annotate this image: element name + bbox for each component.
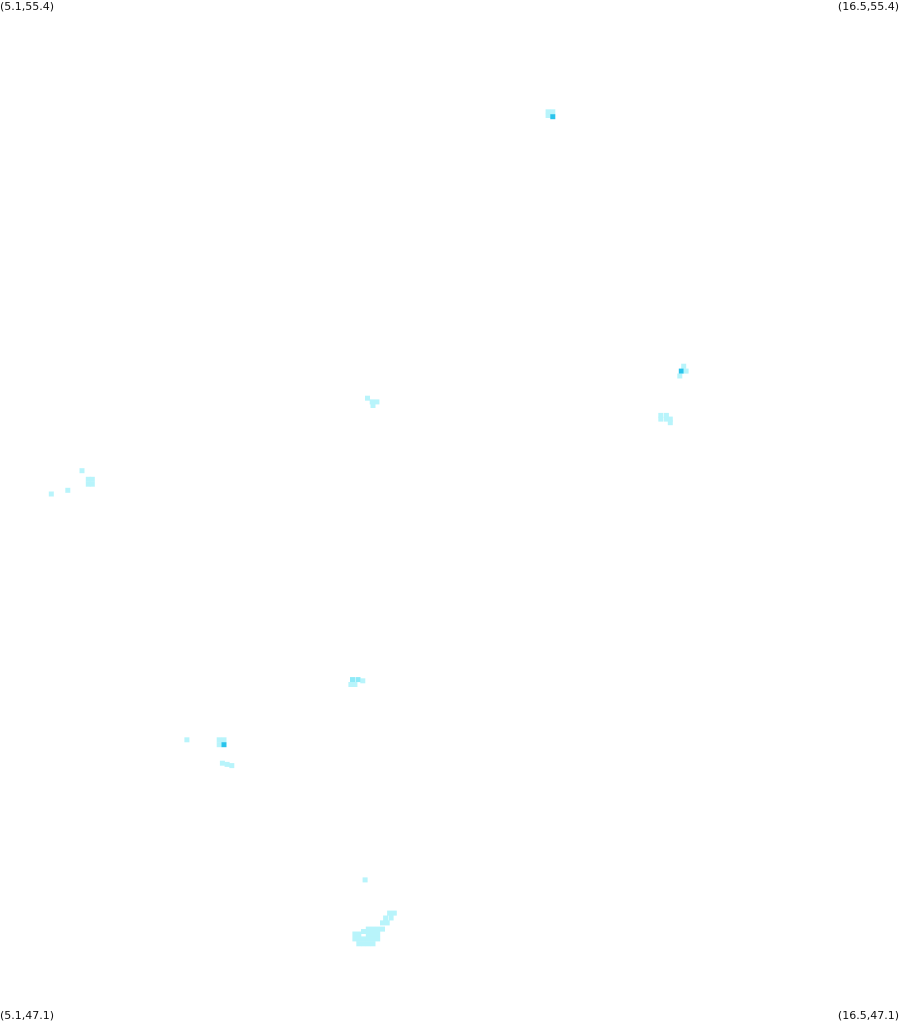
grid-cell	[370, 941, 376, 947]
grid-cell	[361, 936, 366, 942]
grid-cell	[356, 936, 362, 942]
grid-cell	[663, 416, 669, 422]
grid-cell	[221, 737, 227, 743]
grid-cell	[350, 677, 355, 683]
grid-cell	[677, 373, 683, 379]
grid-cell	[48, 491, 54, 497]
grid-cell	[370, 403, 376, 408]
grid-cell	[65, 487, 71, 493]
grid-cell	[365, 941, 371, 947]
grid-cell	[362, 877, 368, 883]
grid-cell	[388, 915, 394, 921]
corner-label-top-right: (16.5,55.4)	[837, 0, 899, 13]
grid-cell	[224, 761, 230, 767]
grid-cell	[89, 476, 95, 482]
grid-cell	[375, 926, 381, 932]
grid-cell	[374, 399, 380, 405]
grid-cell	[658, 416, 664, 422]
grid-cell	[216, 737, 222, 743]
grid-cell	[667, 416, 673, 422]
grid-cell	[550, 114, 556, 120]
grid-cell	[683, 368, 689, 374]
grid-cell	[355, 677, 361, 683]
grid-cell	[375, 931, 381, 937]
grid-cell	[387, 910, 393, 916]
grid-cell	[384, 920, 390, 926]
grid-cell	[352, 936, 358, 942]
grid-cell	[365, 936, 371, 942]
grid-cell	[380, 920, 385, 926]
grid-cell	[667, 420, 673, 426]
grid-cell	[370, 931, 376, 937]
grid-cell	[352, 931, 358, 937]
corner-label-top-left: (5.1,55.4)	[0, 0, 55, 13]
grid-cell	[369, 399, 375, 405]
corner-label-bottom-left: (5.1,47.1)	[0, 1009, 55, 1022]
grid-cell	[678, 368, 684, 374]
grid-cell	[360, 678, 366, 684]
grid-cell	[356, 941, 362, 947]
corner-label-bottom-right: (16.5,47.1)	[837, 1009, 899, 1022]
grid-cell	[370, 936, 376, 942]
grid-cell	[348, 682, 354, 687]
grid-cell	[229, 763, 235, 769]
grid-cell	[383, 915, 389, 921]
grid-cell	[380, 926, 385, 932]
grid-cell	[663, 412, 669, 418]
grid-cell	[79, 468, 85, 474]
grid-cell	[365, 931, 371, 937]
grid-cell	[681, 363, 687, 369]
grid-cell	[356, 931, 362, 937]
grid-cell	[221, 742, 227, 748]
grid-cell	[365, 926, 371, 932]
grid-cell	[216, 742, 222, 748]
grid-cell	[85, 481, 91, 487]
grid-cell	[361, 929, 366, 934]
grid-cell	[545, 113, 551, 118]
grid-cell	[89, 481, 95, 487]
grid-cell	[391, 910, 397, 916]
grid-cell	[184, 737, 190, 743]
grid-cell	[361, 941, 366, 947]
grid-cell	[545, 109, 551, 115]
grid-cell	[219, 760, 225, 766]
grid-cell	[550, 109, 556, 115]
grid-cell	[658, 412, 664, 418]
grid-cell	[85, 476, 91, 482]
grid-cell	[352, 682, 358, 687]
grid-cell	[375, 936, 381, 942]
grid-cell	[370, 926, 376, 932]
grid-cell	[365, 395, 370, 401]
